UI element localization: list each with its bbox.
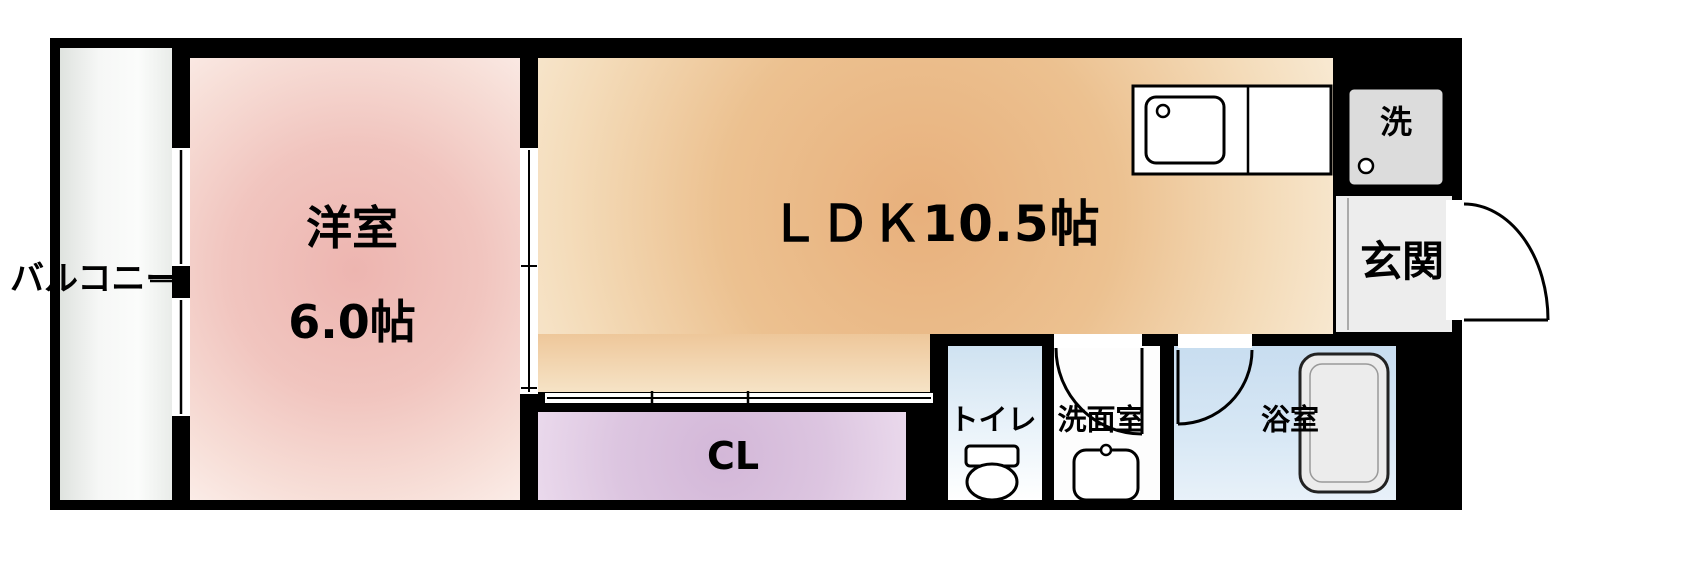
washroom-label: 洗面室 [1057,402,1145,437]
washing-machine-icon [1346,86,1446,188]
closet-sliding-door-icon [547,391,931,405]
sliding-partition-icon [521,150,537,392]
closet-label: CL [706,434,760,478]
entrance-door-swing-icon [1463,202,1550,322]
bathroom-door-swing-icon [1176,349,1254,426]
balcony-floor [60,48,172,500]
washer-label: 洗 [1379,103,1413,141]
entrance-floor [1336,196,1452,332]
washroom-door-opening [1054,334,1142,348]
toilet-label: トイレ [949,402,1037,437]
entrance-label: 玄関 [1359,237,1445,286]
bathroom-label: 浴室 [1260,402,1320,437]
kitchen-counter-icon [1131,84,1333,176]
western-room-label: 洋室 [306,201,398,255]
kitchen-faucet-icon [1155,103,1171,119]
ldk-label: ＬＤＫ10.5帖 [769,195,1101,253]
washroom-door-swing-icon [1054,347,1144,436]
western-room-floor [190,58,520,500]
bathroom-door-opening [1178,334,1252,348]
washbasin-icon [1072,443,1140,502]
ldk-floor-extension [538,334,930,392]
toilet-icon [964,444,1020,502]
western-room-size: 6.0帖 [288,295,416,349]
entrance-door-opening [1446,200,1466,320]
balcony-label: バルコニー [10,259,180,299]
closet-floor [538,412,906,500]
bathtub-icon [1298,352,1390,494]
